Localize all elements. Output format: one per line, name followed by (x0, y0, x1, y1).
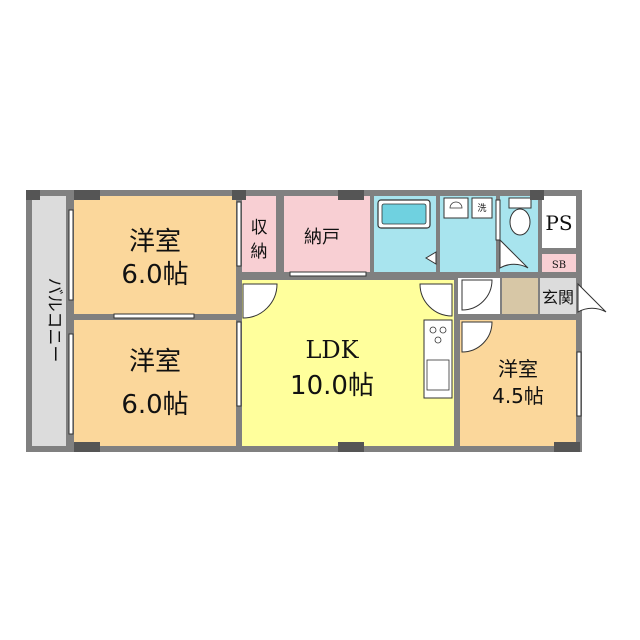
window (68, 209, 74, 301)
ps-label: PS (545, 211, 572, 235)
closet-label: 納戸 (304, 227, 340, 248)
stove-burner-icon (439, 326, 447, 334)
pillar (338, 190, 364, 200)
pillar (554, 442, 580, 452)
western-room-1-name: 洋室 (129, 227, 181, 257)
western-room-2-name: 洋室 (129, 347, 181, 377)
storage (242, 196, 276, 272)
western-room-1 (74, 196, 236, 314)
door-entrance (577, 282, 607, 313)
door-hallway (461, 279, 493, 311)
window (576, 351, 582, 417)
pillar (530, 190, 544, 200)
bathtub-water (381, 203, 427, 225)
window (289, 271, 367, 277)
western-room-2 (74, 320, 236, 446)
windows (68, 199, 582, 435)
ldk-size: 10.0帖 (290, 371, 374, 401)
western-room-2-size: 6.0帖 (121, 390, 188, 420)
entrance (540, 278, 576, 314)
window (236, 321, 242, 407)
entrance-label: 玄関 (542, 288, 574, 307)
ldk (242, 280, 454, 446)
sb-label: SB (552, 260, 566, 271)
western-room-3-size: 4.5帖 (492, 384, 544, 408)
sink-icon (426, 359, 450, 391)
pillar (232, 190, 246, 200)
storage-label-1: 収 (251, 218, 268, 238)
pillar (26, 190, 40, 200)
doors (242, 238, 607, 353)
pillar (338, 442, 364, 452)
door-western-3 (461, 321, 493, 353)
sb-space (542, 254, 576, 272)
toilet-tank-icon (508, 197, 532, 209)
western-room-3-name: 洋室 (498, 357, 538, 381)
pillar (74, 442, 100, 452)
window (236, 201, 242, 267)
washing-machine-icon (471, 197, 493, 219)
stove-burner-icon (429, 326, 437, 334)
western-room-1-size: 6.0帖 (121, 260, 188, 290)
balcony-label: バルコニー (44, 278, 64, 363)
pillars (26, 190, 580, 452)
window (495, 199, 501, 241)
door-toilet (499, 238, 529, 269)
door-ldk-left (242, 283, 278, 319)
storage-label-2: 納 (251, 242, 268, 262)
balcony (32, 196, 66, 446)
ldk-name: LDK (305, 336, 359, 364)
entrance-step (502, 278, 538, 314)
door-bath (425, 251, 437, 265)
pillar (74, 190, 100, 200)
ps-space (542, 196, 576, 248)
closet (284, 196, 370, 272)
stove-burner-icon (434, 336, 442, 344)
washbasin-bowl (449, 201, 463, 209)
door-ldk-right (419, 283, 453, 317)
toilet-bowl-icon (509, 208, 531, 236)
window (68, 333, 74, 435)
balcony-wall (66, 196, 72, 446)
window (113, 313, 195, 319)
washroom-label: 洗 (477, 202, 486, 214)
